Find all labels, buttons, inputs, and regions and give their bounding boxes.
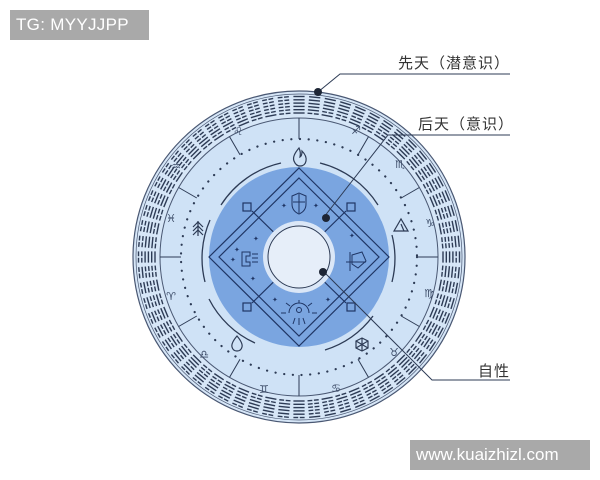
- svg-text:✦: ✦: [313, 202, 319, 210]
- aquarius-icon: ♒: [171, 160, 181, 173]
- leader-lines: [317, 73, 510, 381]
- tree-icon: [192, 221, 204, 236]
- virgo-icon: ♍: [424, 287, 434, 300]
- dotted-ring: [179, 137, 419, 377]
- scale-icon: [346, 251, 367, 271]
- shield-icon: [291, 192, 307, 215]
- diamond-icons: [241, 192, 367, 325]
- svg-text:✦: ✦: [325, 296, 331, 304]
- label-self-nature: 自性: [478, 362, 511, 380]
- zodiac-glyphs: ♌ ♐ ♒ ♏ ♓ ♑ ♈ ♍ ♎ ♉ ♊ ♋: [166, 124, 435, 396]
- leader-dots: [314, 88, 330, 276]
- center-inner-circle: [267, 225, 331, 289]
- water-drop-icon: [231, 335, 243, 352]
- zodiac-dividers: [160, 118, 438, 396]
- mountain-icon: [392, 217, 410, 232]
- sagittarius-icon: ♐: [351, 124, 361, 137]
- snowflake-icon: [355, 337, 369, 352]
- sun-icon: [281, 300, 317, 325]
- pisces-icon: ♓: [166, 212, 176, 225]
- taurus-icon: ♉: [389, 346, 399, 359]
- svg-text:✦: ✦: [250, 275, 256, 283]
- svg-text:✦: ✦: [230, 256, 236, 264]
- hand-icon: [241, 251, 258, 267]
- svg-text:✦: ✦: [253, 235, 259, 243]
- label-acquired: 后天（意识）: [418, 115, 515, 133]
- scorpio-icon: ♏: [395, 158, 405, 171]
- svg-text:✦: ✦: [234, 246, 240, 254]
- libra-icon: ♎: [199, 348, 209, 361]
- svg-text:✦: ✦: [281, 202, 287, 210]
- capricorn-icon: ♑: [425, 217, 435, 230]
- fire-icon: [292, 146, 307, 167]
- aries-icon: ♈: [166, 290, 176, 303]
- sparkle-icons: ✦ ✦ ✦ ✦ ✦ ✦ ✦ ✦ ✦: [230, 202, 355, 304]
- cancer-icon: ♋: [331, 382, 341, 395]
- svg-text:✦: ✦: [272, 296, 278, 304]
- watermark-bottom: www.kuaizhizl.com: [410, 440, 590, 470]
- leo-icon: ♌: [233, 125, 243, 138]
- diamond-frame: [208, 167, 390, 347]
- gemini-icon: ♊: [259, 383, 269, 396]
- element-icons: [192, 146, 410, 352]
- inner-arcs: [201, 162, 396, 351]
- svg-text:✦: ✦: [349, 232, 355, 240]
- label-innate: 先天（潜意识）: [398, 54, 511, 72]
- watermark-top: TG: MYYJJPP: [10, 10, 149, 40]
